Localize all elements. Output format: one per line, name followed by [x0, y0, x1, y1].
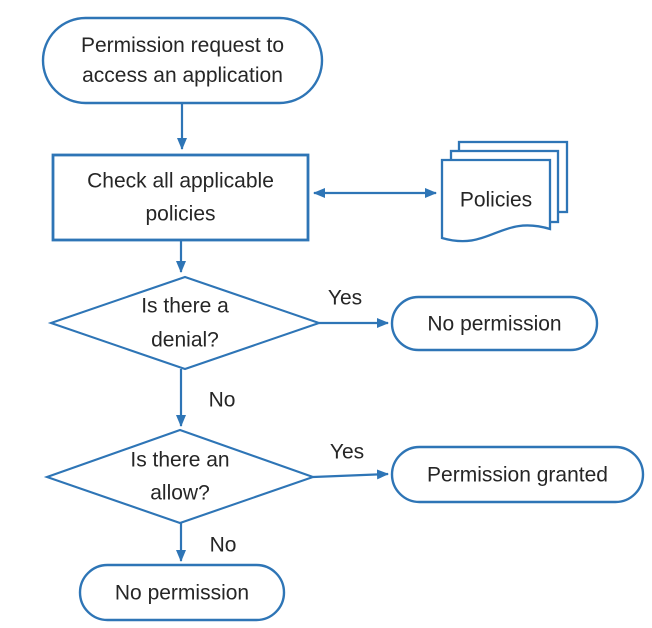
allow-yes-label: Yes	[330, 441, 364, 464]
node-no-permission-bottom: No permission	[78, 563, 286, 622]
node-allow-decision: Is there an allow?	[43, 428, 317, 525]
denial-label-line2: denial?	[151, 329, 219, 352]
policies-front-sheet	[440, 158, 552, 243]
no-permission-bottom-label: No permission	[115, 582, 249, 605]
node-start: Permission request to access an applicat…	[41, 16, 324, 105]
check-policies-label-line2: policies	[145, 203, 215, 226]
node-policies-document: Policies	[440, 140, 569, 243]
start-terminator-shape	[41, 16, 324, 105]
no-permission-bottom-shape	[78, 563, 286, 622]
edge-allow-yes	[312, 469, 389, 480]
denial-no-label: No	[209, 389, 236, 412]
check-policies-label-line1: Check all applicable	[87, 170, 274, 193]
node-permission-granted: Permission granted	[390, 445, 645, 504]
allow-no-label: No	[210, 534, 237, 557]
check-policies-shape	[51, 153, 310, 242]
allow-label-line1: Is there an	[130, 449, 229, 472]
denial-label-line1: Is there a	[141, 295, 229, 318]
permission-granted-label: Permission granted	[427, 464, 608, 487]
denial-yes-label: Yes	[328, 287, 362, 310]
permission-granted-shape	[390, 445, 645, 504]
node-no-permission-top: No permission	[390, 295, 599, 352]
node-check-policies: Check all applicable policies	[51, 153, 310, 242]
denial-decision-shape	[47, 275, 323, 371]
node-denial-decision: Is there a denial?	[47, 275, 323, 371]
allow-decision-shape	[43, 428, 317, 525]
policies-label: Policies	[460, 189, 532, 212]
start-label-line2: access an application	[82, 64, 283, 87]
allow-label-line2: allow?	[150, 482, 210, 505]
no-permission-top-label: No permission	[427, 313, 561, 336]
no-permission-top-shape	[390, 295, 599, 352]
start-label-line1: Permission request to	[81, 34, 284, 57]
